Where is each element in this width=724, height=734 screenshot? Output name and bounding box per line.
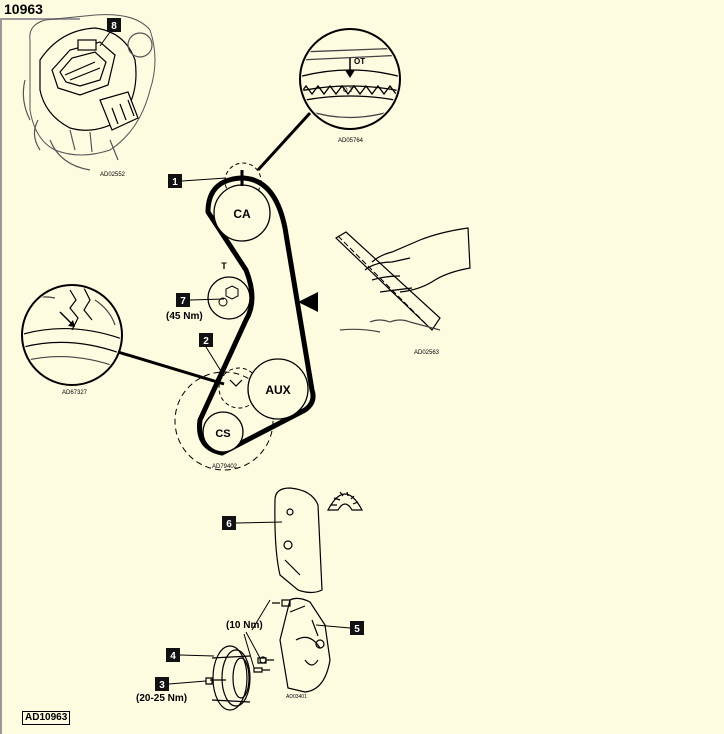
callout-2-leader bbox=[205, 346, 225, 377]
callout-3-leader bbox=[168, 680, 207, 685]
bolts-torque-leader-a bbox=[245, 631, 261, 659]
callout-7-num: 7 bbox=[180, 296, 186, 307]
crank-detail-ref: AD67327 bbox=[62, 390, 88, 396]
crank-timing-mark bbox=[229, 379, 243, 387]
callout-2-num: 2 bbox=[203, 336, 209, 347]
callout-4-num: 4 bbox=[170, 651, 176, 662]
crank-tdc-detail bbox=[21, 284, 123, 386]
belt-layout: CA T AUX CS bbox=[174, 162, 318, 471]
belt-layout-ref: AD79402 bbox=[212, 464, 238, 470]
callout-1-leader bbox=[181, 177, 227, 182]
callout-2 bbox=[199, 333, 213, 347]
cam-detail-ref: AD05764 bbox=[338, 138, 364, 144]
sensor-detail-illustration bbox=[22, 14, 156, 171]
bolts-torque-label: (10 Nm) bbox=[226, 620, 263, 631]
callout-4-leader bbox=[179, 654, 215, 657]
callout-5 bbox=[350, 621, 364, 635]
sensor-detail-ref: AD02552 bbox=[100, 172, 126, 178]
footer-figure-id: AD10963 bbox=[22, 711, 71, 725]
callout-8-num: 8 bbox=[111, 21, 117, 32]
callout-6-num: 6 bbox=[226, 519, 232, 530]
callout-5-num: 5 bbox=[354, 624, 360, 635]
belt-hand-illustration bbox=[335, 227, 471, 333]
callout-7 bbox=[176, 293, 190, 307]
timing-belt bbox=[196, 175, 316, 456]
crankshaft-label: CS bbox=[215, 428, 230, 440]
frame-top-line bbox=[0, 18, 80, 20]
callout-3-num: 3 bbox=[159, 680, 165, 691]
callout-1 bbox=[168, 174, 182, 188]
callout-3 bbox=[155, 677, 169, 691]
callout-4 bbox=[166, 648, 180, 662]
callout-7-leader bbox=[189, 298, 225, 301]
tensioner-eccentric-icon bbox=[218, 297, 228, 307]
tdc-mark-label: OT bbox=[354, 57, 365, 66]
auxiliary-label: AUX bbox=[265, 383, 290, 397]
bolts-torque-leader-b bbox=[251, 599, 271, 631]
cam-detail-leader bbox=[256, 111, 312, 172]
cam-tdc-detail: OT O T bbox=[299, 28, 401, 130]
callout-6-leader bbox=[235, 521, 283, 524]
callout-8-leader bbox=[99, 31, 111, 47]
crank-mark-arrow-icon bbox=[68, 320, 75, 327]
callout-6 bbox=[222, 516, 236, 530]
tdc-mark-lower-label: O T bbox=[343, 88, 353, 94]
callout-8 bbox=[107, 18, 121, 32]
crank-detail-leader bbox=[117, 350, 225, 386]
callout-7-torque: (45 Nm) bbox=[166, 311, 203, 322]
callout-3-torque: (20-25 Nm) bbox=[136, 693, 187, 704]
document-id: 10963 bbox=[4, 1, 43, 17]
frame-left-line bbox=[0, 20, 2, 734]
auxiliary-pulley bbox=[247, 358, 309, 420]
bolts-torque-leader-c bbox=[243, 633, 255, 669]
camshaft-label: CA bbox=[233, 207, 251, 221]
callout-1-num: 1 bbox=[172, 177, 178, 188]
callout-5-leader bbox=[315, 624, 351, 629]
crankshaft-pulley bbox=[202, 411, 244, 453]
tensioner-label: T bbox=[221, 261, 227, 271]
cover-assembly-ref: AD03401 bbox=[286, 694, 307, 700]
belt-hand-ref: AD02563 bbox=[414, 350, 440, 356]
rotation-direction-arrow-icon bbox=[298, 292, 318, 312]
tensioner-nut-icon bbox=[225, 285, 239, 300]
cover-assembly-illustration bbox=[205, 487, 363, 711]
